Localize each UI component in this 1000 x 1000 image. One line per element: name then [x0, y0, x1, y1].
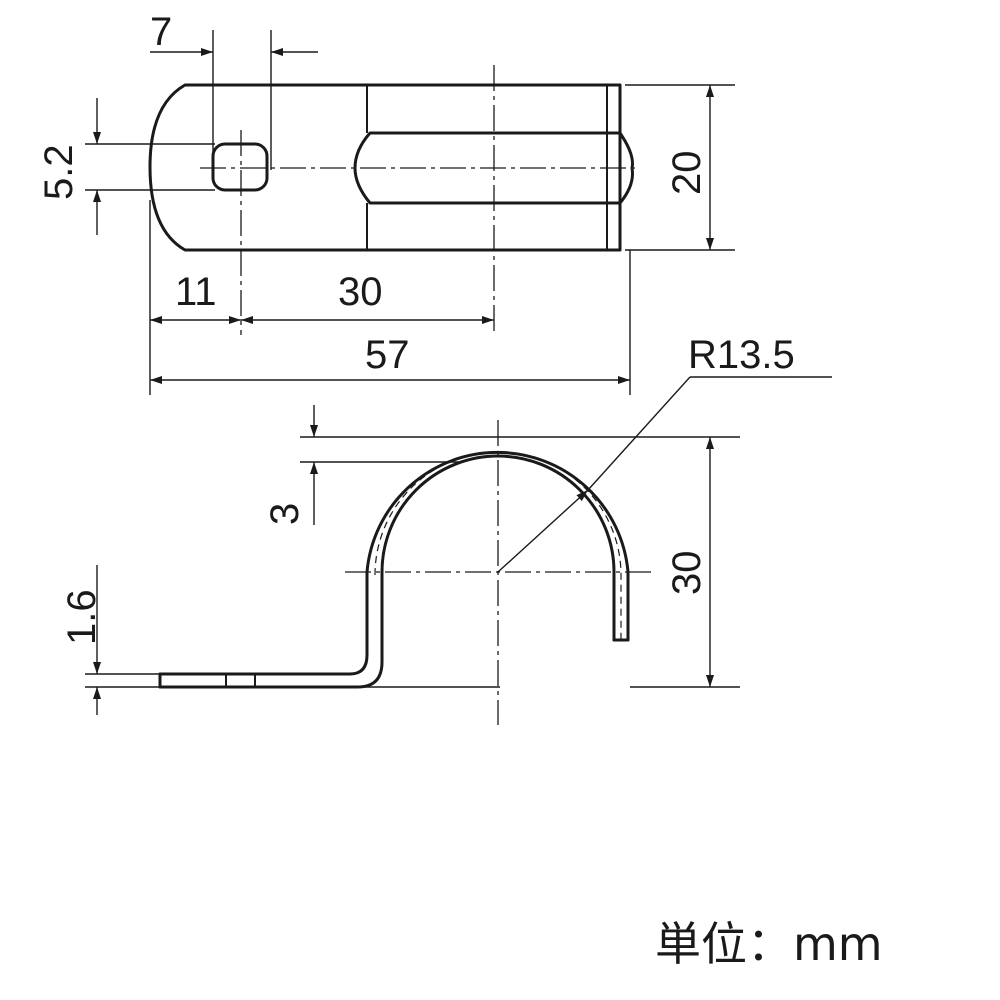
- dim-30-top-label: 30: [338, 270, 383, 314]
- dim-30-side-label: 30: [665, 551, 709, 596]
- dim-5-2-label: 5.2: [37, 144, 81, 200]
- clamp-profile-inner: [158, 454, 616, 689]
- top-view: 7 5.2 20 11 30 57: [37, 10, 735, 395]
- dim-7-label: 7: [150, 10, 172, 54]
- clamp-profile-outer: [158, 451, 630, 676]
- dim-3-label: 3: [263, 503, 307, 525]
- top-view-band: [353, 131, 634, 205]
- top-view-outline: [148, 83, 622, 252]
- dim-20-label: 20: [665, 151, 709, 196]
- dim-r13-5-label: R13.5: [688, 333, 795, 377]
- arc-mid-line: [374, 451, 622, 640]
- dim-57-label: 57: [365, 333, 410, 377]
- dim-11-label: 11: [175, 270, 217, 314]
- unit-label: 単位：mm: [655, 917, 883, 971]
- dim-1-6-label: 1.6: [60, 589, 104, 645]
- slot-hole: [211, 142, 269, 192]
- dim-r13-5-leader: [497, 489, 589, 573]
- dim-r13-5-leader-ext: [587, 376, 691, 491]
- side-view: R13.5 3 30 1.6: [60, 333, 832, 725]
